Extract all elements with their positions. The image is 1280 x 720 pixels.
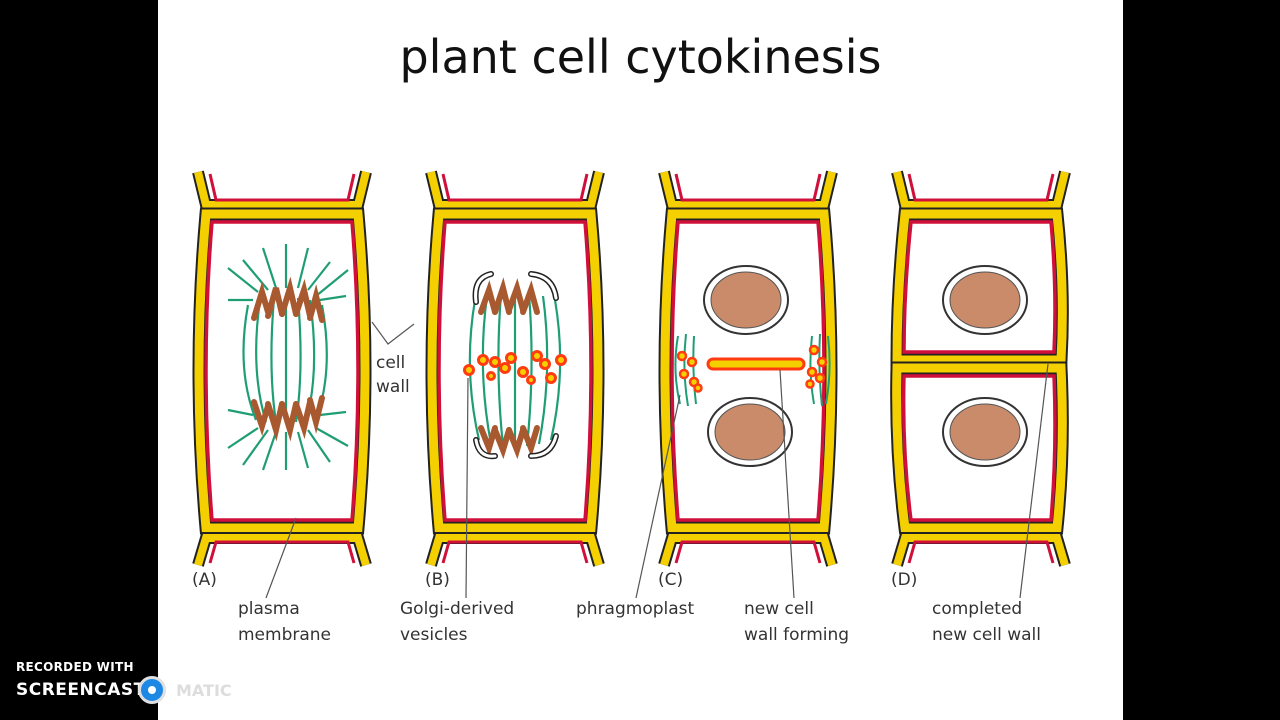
- spindle-fibers: [227, 244, 349, 471]
- nucleus-top: [942, 265, 1028, 335]
- slide: plant cell cytokinesis: [158, 0, 1123, 720]
- chromosomes: [251, 276, 325, 442]
- label-plasma-2: membrane: [238, 625, 331, 645]
- label-golgi-2: vesicles: [400, 625, 468, 645]
- spindle-fibers: [468, 293, 562, 447]
- label-new-wall-1: new cell: [744, 599, 814, 619]
- label-cell-wall-2: wall: [376, 377, 410, 397]
- label-completed-1: completed: [932, 599, 1022, 619]
- panel-label-b: (B): [425, 570, 450, 590]
- vesicles: [676, 344, 828, 393]
- panel-label-d: (D): [891, 570, 917, 590]
- golgi-vesicles: [463, 350, 567, 385]
- screencast-watermark: RECORDED WITH SCREENCAST MATIC: [16, 660, 246, 710]
- watermark-brand: SCREENCAST: [16, 680, 146, 700]
- panel-a: (A): [192, 172, 366, 590]
- cytokinesis-diagram: (A): [158, 0, 1071, 645]
- label-cell-wall-1: cell: [376, 353, 405, 373]
- watermark-recorded-with: RECORDED WITH: [16, 660, 134, 674]
- cell-plate: [706, 357, 806, 371]
- label-phragmoplast: phragmoplast: [576, 599, 695, 619]
- slide-title: plant cell cytokinesis: [399, 30, 882, 84]
- panel-label-a: (A): [192, 570, 217, 590]
- panel-c: (C): [658, 172, 832, 590]
- watermark-brand-suffix: MATIC: [176, 681, 232, 700]
- panel-label-c: (C): [658, 570, 683, 590]
- label-new-wall-2: wall forming: [744, 625, 849, 645]
- leader-lines: [265, 321, 1049, 599]
- nucleus-bottom: [707, 397, 793, 467]
- chromosomes: [478, 277, 540, 460]
- nucleus-top: [703, 265, 789, 335]
- label-completed-2: new cell wall: [932, 625, 1041, 645]
- screencast-o-matic-logo-icon: [138, 676, 166, 704]
- panel-d: (D): [890, 170, 1071, 590]
- nucleus-bottom: [942, 397, 1028, 467]
- panel-b: (B): [425, 172, 599, 590]
- label-golgi-1: Golgi-derived: [400, 599, 514, 619]
- label-plasma-1: plasma: [238, 599, 300, 619]
